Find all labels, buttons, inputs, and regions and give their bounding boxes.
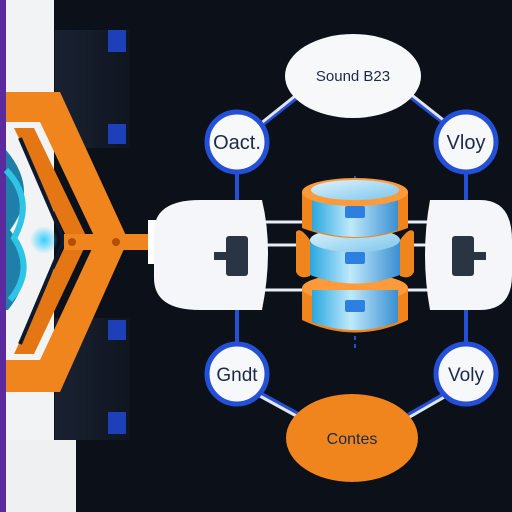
node-top[interactable]: [285, 34, 421, 118]
panel-light-1: [108, 30, 126, 52]
node-upper-left-label: Oact.: [213, 132, 261, 154]
left-column-base: [6, 440, 76, 512]
node-bottom[interactable]: [286, 394, 418, 482]
db-indicator-middle: [345, 252, 365, 264]
db-band-right: [400, 230, 414, 278]
node-lower-right[interactable]: [433, 341, 499, 407]
orange-connector-bar: [64, 234, 154, 250]
edge-top-upperright: [406, 93, 450, 128]
connector-bolt-1: [68, 238, 76, 246]
database-stack[interactable]: [296, 178, 414, 333]
right-plug-socket: [452, 236, 474, 276]
node-lower-left-label: Gndt: [216, 365, 258, 386]
node-top-label: Sound B23: [316, 68, 390, 85]
left-plug-pin: [214, 252, 226, 260]
cyan-glow: [30, 226, 58, 254]
connector-bolt-2: [112, 238, 120, 246]
left-plug-socket: [226, 236, 248, 276]
db-indicator-top: [345, 206, 365, 218]
db-band-left: [296, 230, 310, 278]
panel-light-3: [108, 320, 126, 340]
connector-cap: [148, 220, 156, 264]
node-upper-right[interactable]: [433, 109, 499, 175]
node-upper-left[interactable]: [204, 109, 270, 175]
panel-light-4: [108, 412, 126, 434]
edge-lowerright-bottom: [407, 390, 449, 417]
node-lower-right-label: Voly: [448, 365, 484, 386]
node-lower-left[interactable]: [204, 341, 270, 407]
edge-lowerleft-bottom: [257, 390, 301, 417]
network-edges-highlight: [257, 90, 449, 420]
cyan-wave: [3, 167, 27, 302]
node-bottom-label: Contes: [327, 431, 378, 448]
panel-light-2: [108, 124, 126, 144]
left-plug-node[interactable]: [154, 200, 268, 310]
db-indicator-bottom: [345, 300, 365, 312]
right-plug-pin: [474, 252, 486, 260]
left-edge-stripe: [0, 0, 6, 512]
node-upper-right-label: Vloy: [447, 132, 486, 154]
db-disk-top-face: [311, 180, 399, 200]
edge-top-upperleft: [256, 93, 302, 130]
